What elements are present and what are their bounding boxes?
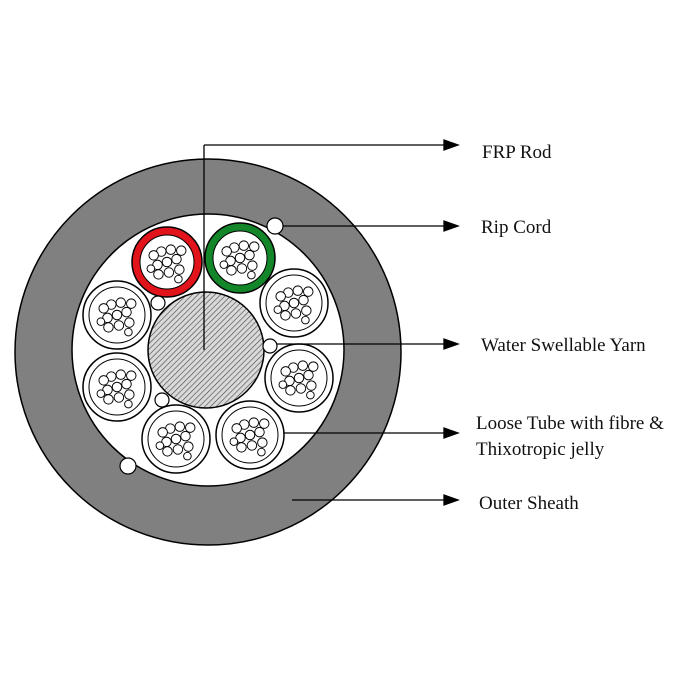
label-rip-cord: Rip Cord xyxy=(481,217,552,238)
water-swellable-yarn xyxy=(262,338,278,354)
loose-tube xyxy=(259,268,329,338)
rip-cord-lower xyxy=(119,457,137,475)
label-outer-sheath: Outer Sheath xyxy=(479,493,579,514)
outer-sheath-arrow xyxy=(443,494,460,506)
water-swellable-yarn-3 xyxy=(154,392,170,408)
water-swellable-yarn-2 xyxy=(150,295,166,311)
label-water-swellable-yarn: Water Swellable Yarn xyxy=(481,335,646,356)
leader-lines xyxy=(203,139,460,506)
rip-cord-arrow xyxy=(443,220,460,232)
frp-rod xyxy=(147,291,265,409)
loose-tube xyxy=(264,343,334,413)
loose-tube xyxy=(215,400,285,470)
loose-tube xyxy=(82,280,152,350)
loose-tube-green xyxy=(204,222,276,294)
yarn-arrow xyxy=(443,338,460,350)
label-loose-tube-line2: Thixotropic jelly xyxy=(476,439,605,460)
frp-rod-arrow xyxy=(443,139,460,151)
loose-tube-red xyxy=(131,226,203,298)
loose-tube xyxy=(141,404,211,474)
label-frp-rod: FRP Rod xyxy=(482,142,552,163)
loose-tube xyxy=(82,352,152,422)
loose-tube-arrow xyxy=(443,427,460,439)
rip-cord xyxy=(266,217,284,235)
label-loose-tube-line1: Loose Tube with fibre & xyxy=(476,413,664,434)
